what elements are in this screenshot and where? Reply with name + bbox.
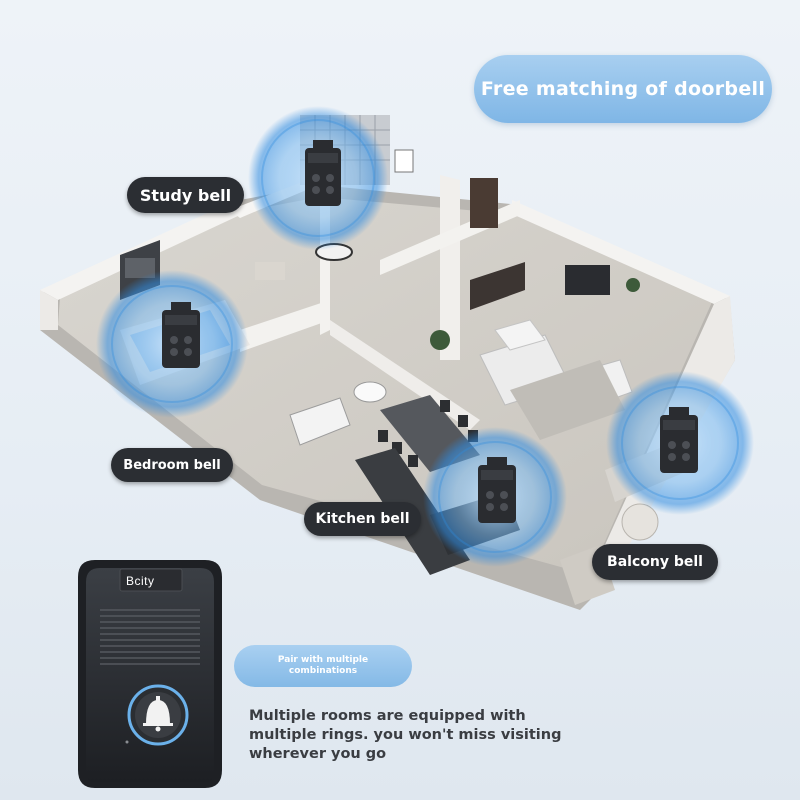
study-bell-label: Study bell [127,177,244,213]
balcony-bell-label: Balcony bell [592,544,718,580]
speaker-grille [100,609,200,665]
device-brand-text: Bcity [126,574,155,588]
living-room [430,262,640,440]
pair-badge-line1: Pair with multiple [277,655,369,665]
headline-badge: Free matching of doorbell [474,55,772,123]
kitchen-bell-receiver [478,457,516,523]
study-bell-receiver [305,140,341,206]
kitchen-bell-label: Kitchen bell [304,502,421,536]
description-text: Multiple rooms are equipped with multipl… [249,708,562,762]
pair-badge-line2: combinations [288,666,358,676]
bedroom-bell-receiver [162,302,200,368]
pair-badge: Pair with multiple combinations [234,645,412,687]
balcony-bell-receiver [660,407,698,473]
doorbell-transmitter [78,560,222,788]
bedroom-bell-label: Bedroom bell [111,448,233,482]
bell-icon [143,696,173,732]
